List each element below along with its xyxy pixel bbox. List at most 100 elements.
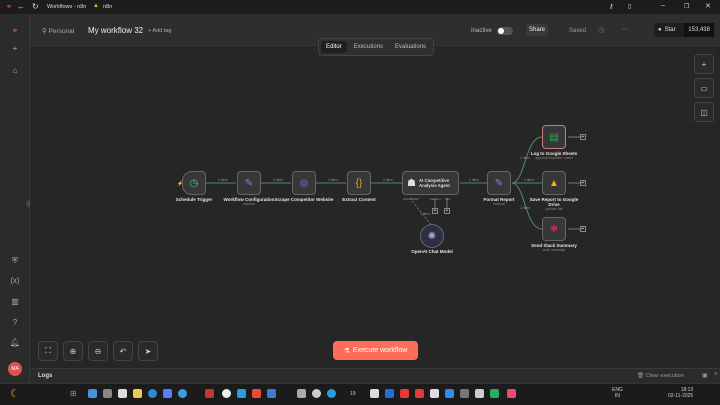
taskbar-app-icon[interactable] (267, 389, 276, 398)
edge-label: 1 item (420, 212, 430, 216)
undo-button[interactable]: ↶ (113, 341, 133, 361)
tab-editor[interactable]: Editor (321, 41, 347, 53)
chevron-up-icon[interactable]: ˄ (714, 372, 718, 378)
workflow-name[interactable]: My workflow 32 (88, 26, 144, 35)
edge-browser-icon[interactable] (148, 389, 157, 398)
taskbar-app-icon[interactable] (445, 389, 454, 398)
taskbar-app-icon[interactable] (460, 389, 469, 398)
window-title: Workflows - n8n (47, 4, 87, 10)
node-label: Scrape Competitor Website (274, 197, 334, 202)
taskbar-app-icon[interactable] (118, 389, 127, 398)
taskbar-app-icon[interactable] (475, 389, 484, 398)
add-memory-button[interactable]: + (432, 208, 438, 214)
taskbar-app-icon[interactable] (237, 389, 246, 398)
taskbar-app-icon[interactable] (327, 389, 336, 398)
github-star-button[interactable]: ● Star 153,438 (654, 23, 714, 37)
search-icon[interactable] (88, 389, 97, 398)
weather-widget-icon[interactable]: ☾ (10, 388, 20, 400)
taskbar-app-icon[interactable] (415, 389, 424, 398)
chrome-icon[interactable] (222, 389, 231, 398)
workflow-canvas[interactable]: Editor Executions Evaluations + ▭ ◫ 1 it… (30, 38, 720, 368)
taskbar-app-icon[interactable] (178, 389, 187, 398)
taskbar-app-icon[interactable] (312, 389, 321, 398)
taskbar-app-icon[interactable] (385, 389, 394, 398)
taskbar-app-icon[interactable] (252, 389, 261, 398)
clear-execution-button[interactable]: 🗑︎ Clear execution (637, 373, 684, 379)
add-node-after-button[interactable]: + (580, 180, 586, 186)
node-openai-chat-model[interactable]: ✺ (420, 224, 444, 248)
taskbar-app-icon[interactable] (297, 389, 306, 398)
back-icon[interactable]: ← (17, 2, 25, 11)
reload-icon[interactable]: ↻ (32, 2, 39, 11)
n8n-taskbar-icon[interactable] (507, 389, 516, 398)
port-tool[interactable]: Tool (445, 197, 451, 201)
sticky-note-button[interactable]: ▭ (694, 78, 714, 98)
popout-icon[interactable]: ▣ (702, 373, 708, 379)
bell-icon[interactable]: 🔔︎ (9, 338, 21, 347)
insights-icon[interactable]: ▥ (11, 297, 19, 306)
avatar[interactable]: MA (8, 362, 22, 376)
window-titlebar: ⚭ ← ↻ Workflows - n8n ▲ n8n ⚷ ▯ – ❐ ✕ (0, 0, 720, 14)
flask-icon: ⚗ (343, 347, 350, 355)
zoom-in-button[interactable]: ⊕ (63, 341, 83, 361)
history-icon[interactable]: ◷ (598, 27, 605, 34)
logs-panel[interactable]: Logs 🗑︎ Clear execution ▣ ˄ (30, 368, 720, 383)
add-icon[interactable]: + (12, 44, 18, 53)
n8n-logo-icon[interactable]: ⚭ (11, 26, 19, 35)
taskbar-app-icon[interactable] (400, 389, 409, 398)
variables-icon[interactable]: (x) (10, 276, 20, 285)
execute-workflow-button[interactable]: ⚗Execute workflow (333, 341, 418, 360)
project-breadcrumb[interactable]: ⚲ Personal (42, 28, 75, 35)
taskbar-app-icon[interactable] (370, 389, 379, 398)
taskbar-app-icon[interactable] (205, 389, 214, 398)
node-save-report-to-google-drive[interactable]: ▲ (542, 171, 566, 195)
add-node-button[interactable]: + (694, 54, 714, 74)
close-icon[interactable]: ✕ (705, 3, 711, 10)
calendar-badge[interactable]: 19 (350, 391, 356, 397)
node-workflow-configuration[interactable]: ✎ (237, 171, 261, 195)
port-memory[interactable]: Memory (430, 197, 441, 201)
add-node-after-button[interactable]: + (580, 226, 586, 232)
file-explorer-icon[interactable] (133, 389, 142, 398)
tab-evaluations[interactable]: Evaluations (395, 44, 427, 50)
panel-toggle-button[interactable]: ◫ (694, 102, 714, 122)
add-tag-link[interactable]: + Add tag (148, 28, 172, 34)
status-label: Inactive (471, 28, 492, 34)
node-format-report[interactable]: ✎ (487, 171, 511, 195)
start-icon[interactable]: ⊞ (70, 389, 77, 398)
more-options[interactable]: ··· (622, 26, 629, 33)
tidy-up-button[interactable]: ➤ (138, 341, 158, 361)
node-extract-content[interactable]: {} (347, 171, 371, 195)
edge-label: 1 item (520, 156, 530, 160)
zoom-out-button[interactable]: ⊖ (88, 341, 108, 361)
fit-view-button[interactable]: ⛶ (38, 341, 58, 361)
help-icon[interactable]: ? (12, 318, 18, 327)
share-button[interactable]: Share (526, 24, 548, 36)
node-schedule-trigger[interactable]: ◷ (182, 171, 206, 195)
port-chat-model[interactable]: Chat Model* (403, 197, 420, 201)
key-icon[interactable]: ⚷ (609, 4, 614, 10)
tab-executions[interactable]: Executions (353, 44, 384, 50)
taskbar-app-icon[interactable] (163, 389, 172, 398)
restore-icon[interactable]: ❐ (684, 4, 690, 10)
ai-edge (409, 197, 433, 227)
add-node-after-button[interactable]: + (580, 134, 586, 140)
minimize-icon[interactable]: – (661, 2, 665, 9)
add-tool-button[interactable]: + (444, 208, 450, 214)
extension-icon[interactable]: ▯ (628, 4, 632, 10)
shield-icon[interactable]: ⛨ (12, 256, 18, 265)
taskbar-app-icon[interactable] (103, 389, 112, 398)
node-scrape-competitor-website[interactable]: ◎ (292, 171, 316, 195)
taskbar-app-icon[interactable] (490, 389, 499, 398)
node-send-slack-summary[interactable]: ✱ (542, 217, 566, 241)
node-log-to-google-sheets[interactable]: ▤ (542, 125, 566, 149)
edge (511, 182, 543, 230)
node-ai-competitive-analysis-agent[interactable]: ☗ AI Competitive Analysis Agent (402, 171, 459, 195)
taskbar-app-icon[interactable] (430, 389, 439, 398)
home-icon[interactable]: ⌂ (12, 66, 18, 75)
active-toggle[interactable] (497, 27, 513, 35)
